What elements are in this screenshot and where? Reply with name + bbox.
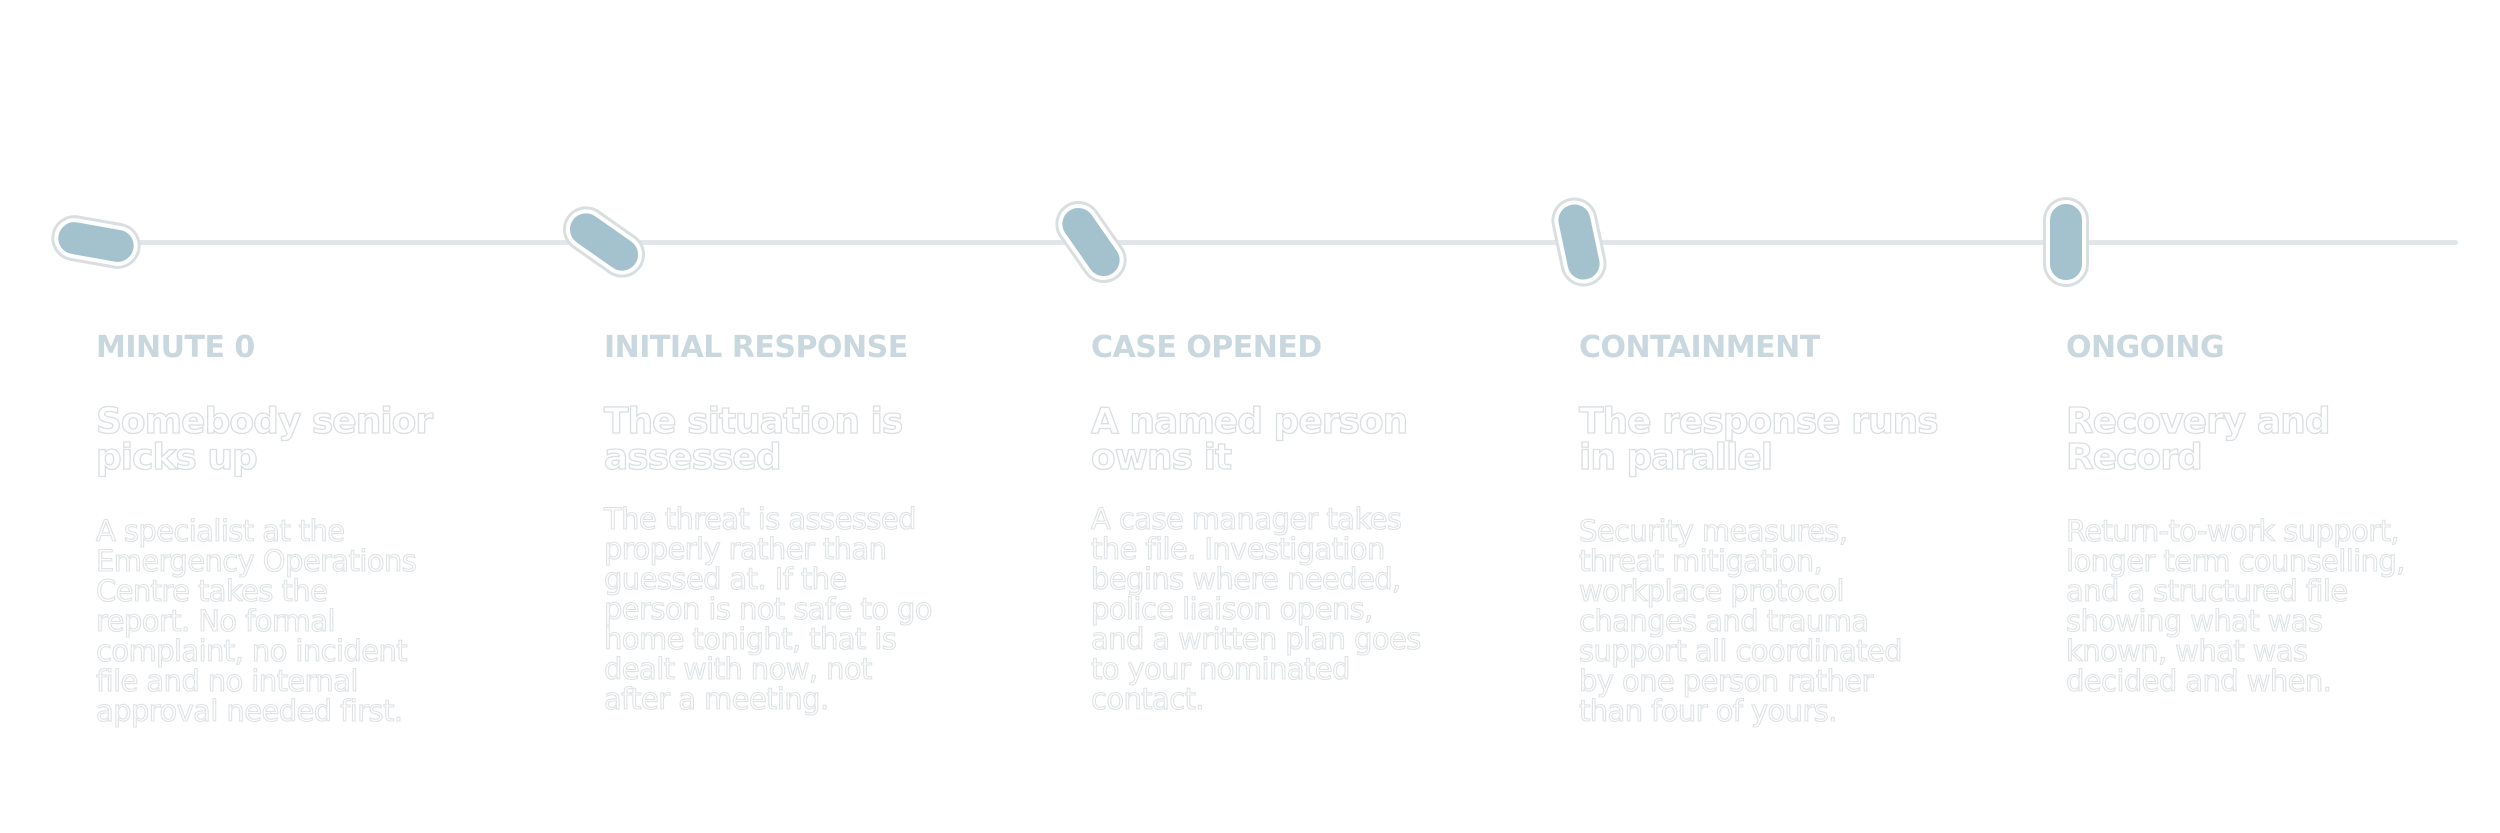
stage-minute-0: MINUTE 0 Somebody senior picks up A spec… [95, 330, 526, 728]
stage-description: The threat is assessed properly rather t… [603, 502, 933, 716]
stage-kicker: ONGOING [2066, 330, 2225, 365]
stage-case-opened: CASE OPENED A named person owns it A cas… [1090, 330, 1511, 716]
stage-title: The situation is assessed [603, 401, 904, 478]
stage-kicker: CONTAINMENT [1579, 330, 1820, 365]
timeline-track [96, 240, 2458, 245]
stage-kicker: MINUTE 0 [96, 330, 255, 365]
timeline-marker-containment [1550, 196, 1608, 288]
stage-containment: CONTAINMENT The response runs in paralle… [1578, 330, 1979, 728]
stage-title: A named person owns it [1090, 401, 1409, 478]
stage-kicker: INITIAL RESPONSE [604, 330, 908, 365]
stage-description: Return-to-work support, longer term coun… [2065, 514, 2406, 698]
stage-kicker: CASE OPENED [1091, 330, 1322, 365]
stage-title: Recovery and Record [2065, 401, 2331, 478]
timeline-marker-ongoing [2046, 200, 2086, 284]
stage-ongoing: ONGOING Recovery and Record Return-to-wo… [2065, 330, 2446, 698]
stage-title: Somebody senior picks up [95, 401, 433, 478]
stage-initial-response: INITIAL RESPONSE The situation is assess… [603, 330, 1024, 716]
timeline-marker-initial-response [558, 201, 650, 283]
stage-description: A case manager takes the file. Investiga… [1090, 502, 1421, 716]
stage-description: A specialist at the Emergency Operations… [95, 514, 417, 728]
stage-title: The response runs in parallel [1578, 401, 1939, 478]
stage-description: Security measures, threat mitigation, wo… [1578, 514, 1903, 728]
timeline-marker-minute-0 [51, 215, 141, 269]
